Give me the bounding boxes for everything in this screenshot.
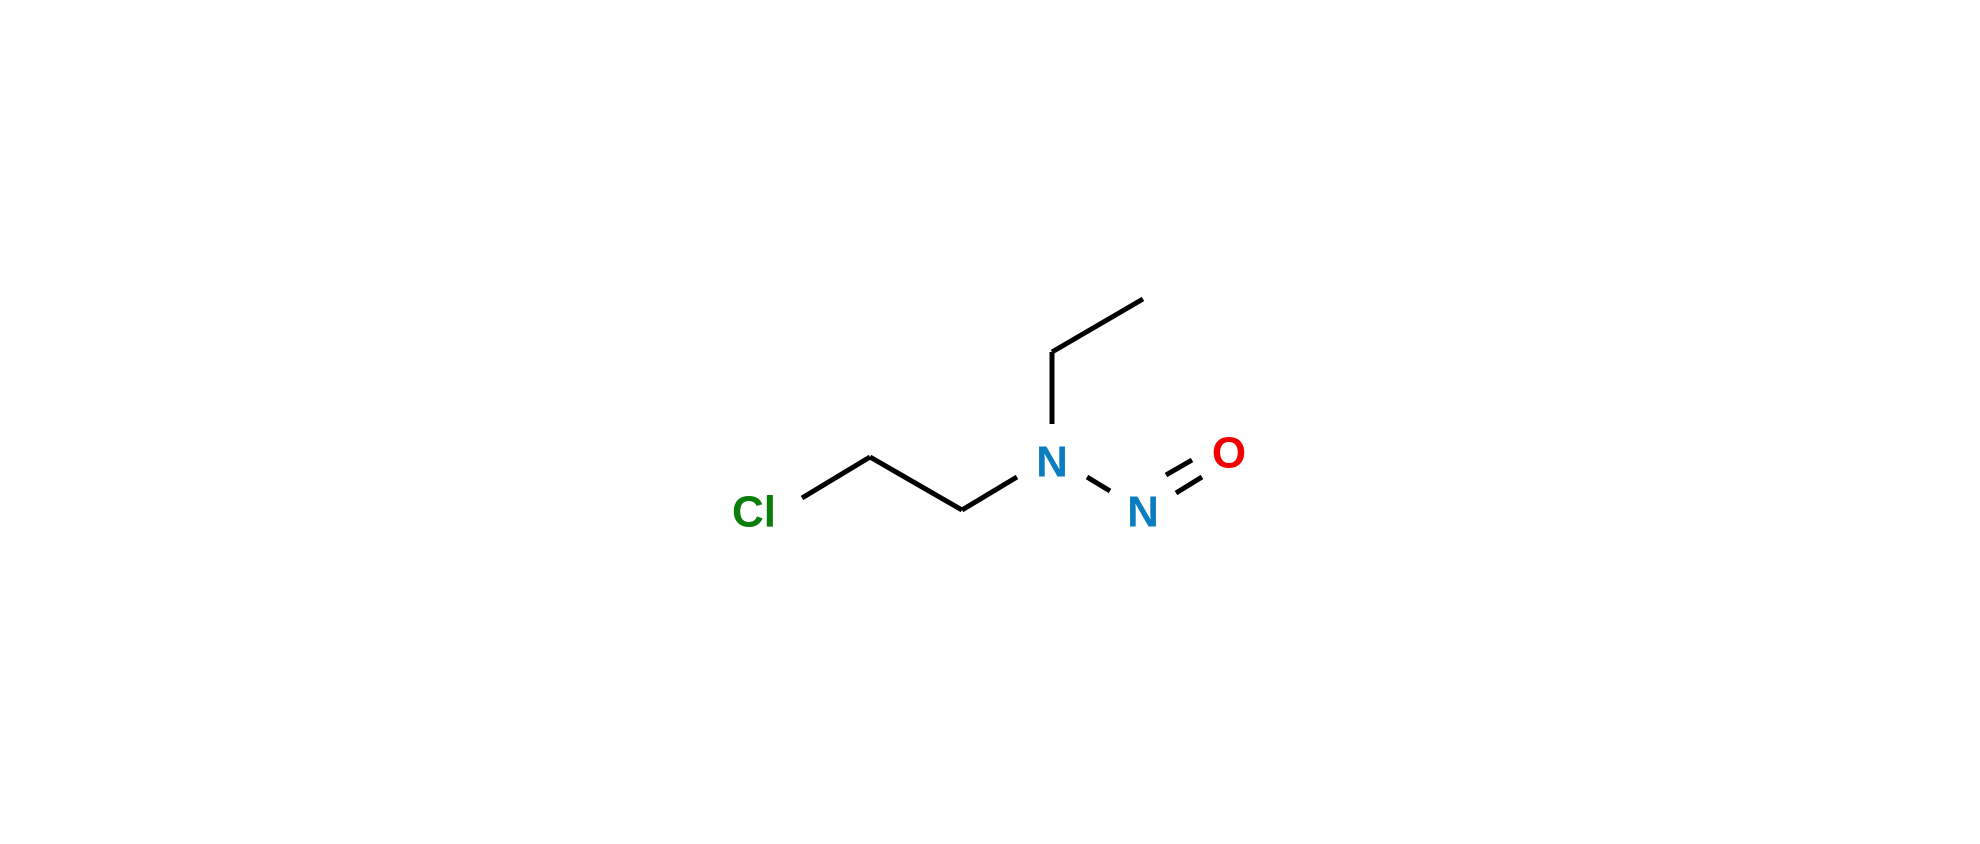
bond-n2-o-double-a: [1164, 457, 1194, 478]
bond-n1-n2: [1085, 474, 1112, 494]
bond-n2-o-double-b: [1174, 474, 1204, 496]
atom-chlorine: Cl: [732, 488, 776, 537]
bond-cl-c1: [800, 454, 872, 501]
atom-oxygen: O: [1212, 429, 1246, 478]
atom-nitroso-nitrogen: N: [1127, 488, 1159, 537]
bond-c1-c2: [868, 454, 964, 513]
atom-amine-nitrogen: N: [1036, 438, 1068, 487]
bond-c2-n1: [960, 474, 1019, 513]
bond-c3-c4: [1050, 296, 1145, 355]
